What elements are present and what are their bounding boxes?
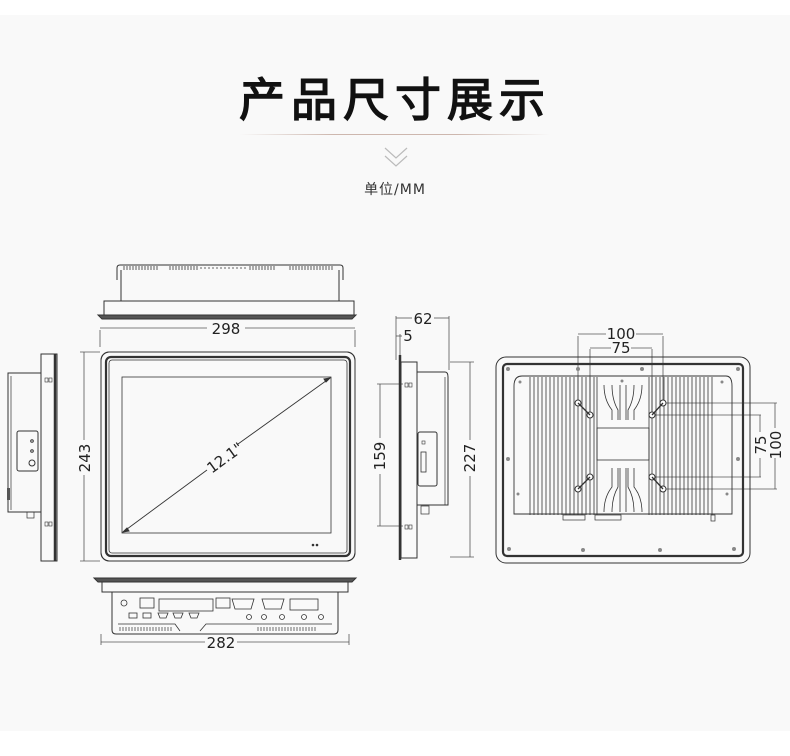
front-view bbox=[100, 351, 356, 562]
bottom-view bbox=[92, 577, 358, 635]
unit-label: 单位/MM bbox=[364, 182, 426, 198]
front-view-width-dimension bbox=[99, 327, 356, 347]
front-view-height-dimension bbox=[80, 351, 100, 562]
double-chevron-down-icon bbox=[384, 147, 408, 167]
bottom-width-label: 282 bbox=[207, 634, 236, 652]
top-view bbox=[96, 264, 358, 320]
vesa-outer-vertical-label: 100 bbox=[767, 431, 785, 460]
left-side-view bbox=[7, 353, 58, 562]
body-height-label: 227 bbox=[461, 444, 479, 473]
side-view-dimensions bbox=[377, 316, 474, 558]
vesa-inner-vertical-label: 75 bbox=[752, 435, 770, 454]
rear-view bbox=[495, 356, 751, 564]
bottom-view-width-dimension bbox=[100, 634, 350, 645]
vesa-inner-horizontal-label: 75 bbox=[611, 339, 630, 357]
page-title: 产品尺寸展示 bbox=[239, 73, 551, 127]
depth-label: 62 bbox=[413, 310, 432, 328]
front-width-label: 298 bbox=[212, 320, 241, 338]
title-divider bbox=[240, 134, 550, 135]
mount-height-label: 159 bbox=[371, 442, 389, 471]
screen-diagonal-label: 12.1" bbox=[203, 439, 246, 477]
bezel-depth-label: 5 bbox=[403, 327, 413, 345]
right-side-view bbox=[398, 355, 449, 560]
front-height-label: 243 bbox=[76, 444, 94, 473]
vesa-outer-horizontal-label: 100 bbox=[607, 325, 636, 343]
